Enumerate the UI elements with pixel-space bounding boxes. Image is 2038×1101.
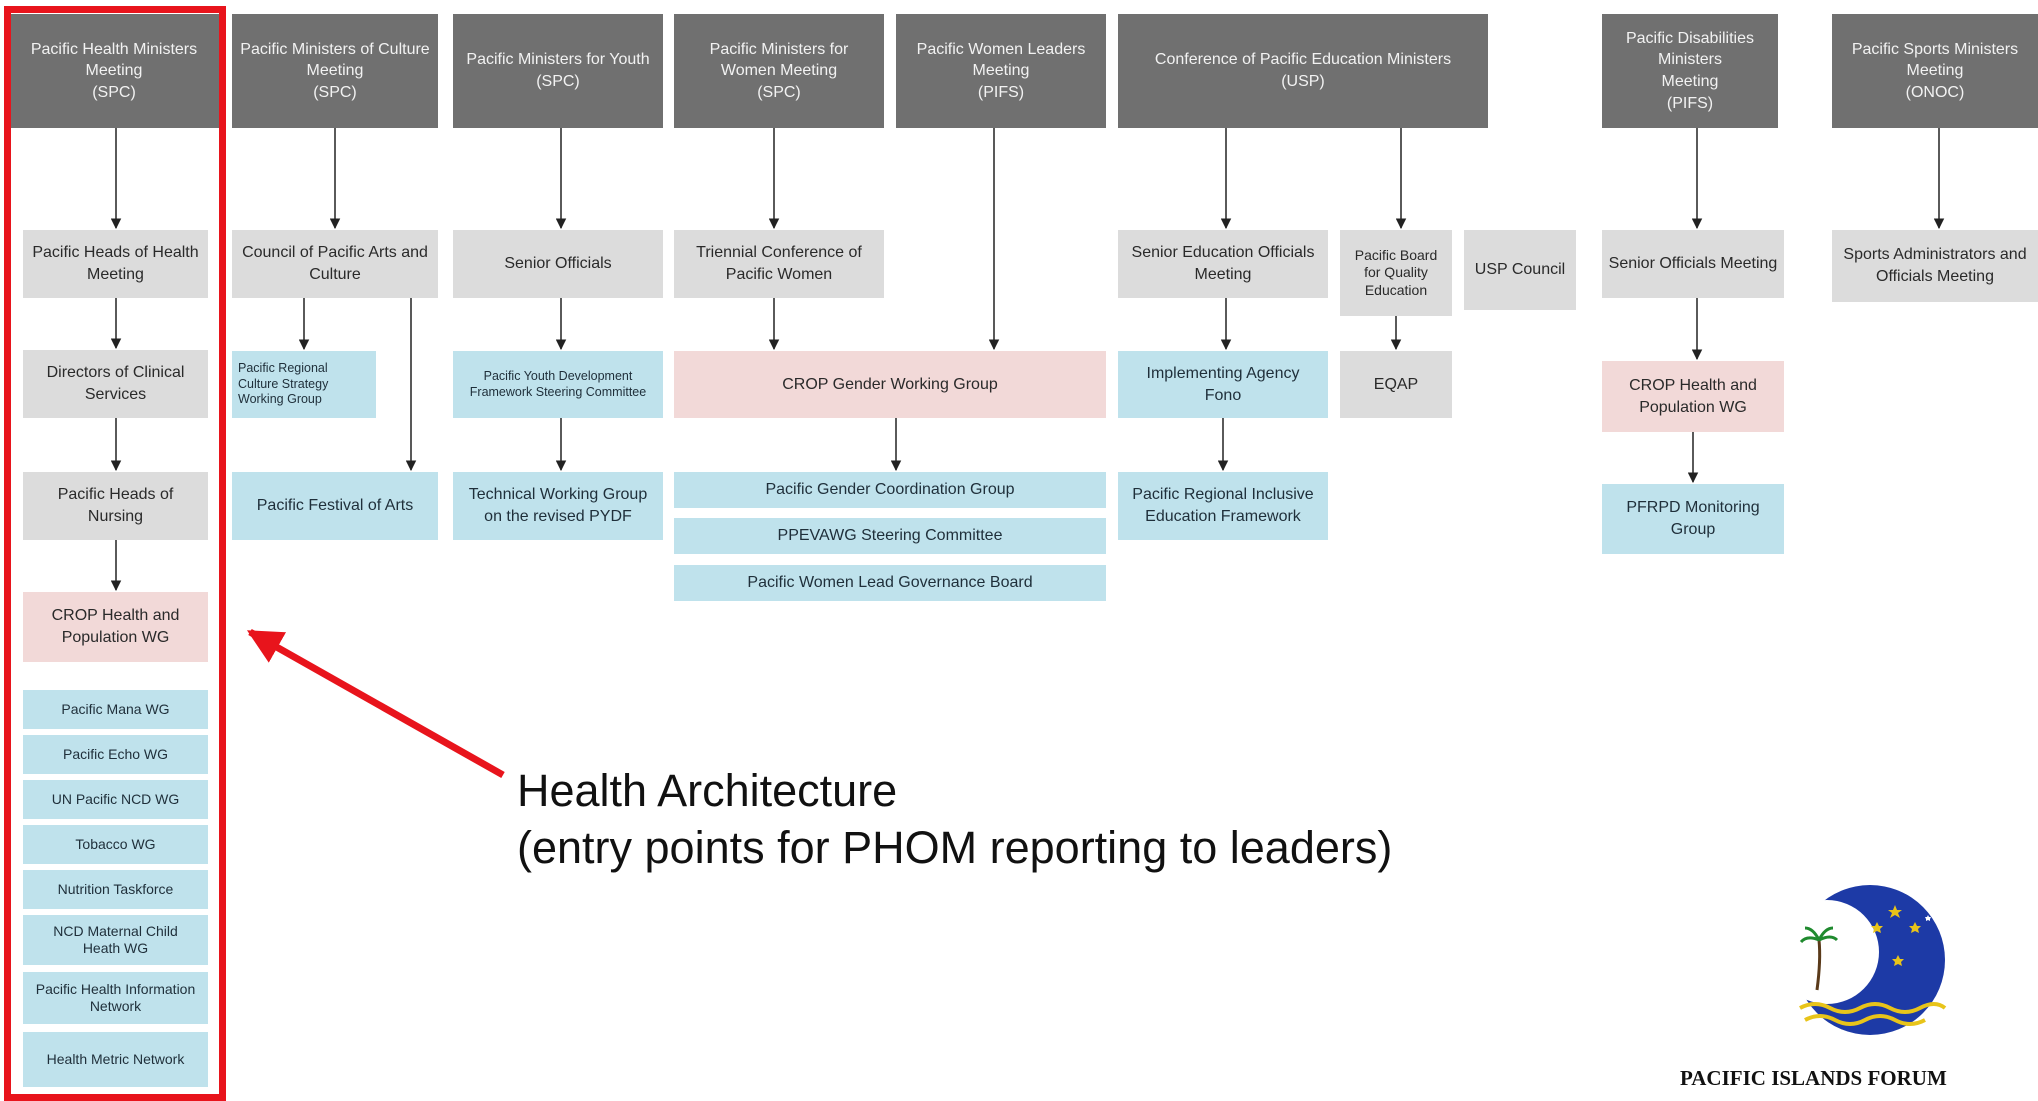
youth-senior-officials: Senior Officials <box>453 230 663 298</box>
youth-technical-working-group: Technical Working Group on the revised P… <box>453 472 663 540</box>
youth-framework-steering-committee: Pacific Youth Development Framework Stee… <box>453 351 663 418</box>
women-ministers-meeting: Pacific Ministers for Women Meeting (SPC… <box>674 14 884 128</box>
health-architecture-highlight <box>4 6 226 1101</box>
health-working-group: Pacific Echo WG <box>23 735 208 774</box>
crop-gender-working-group: CROP Gender Working Group <box>674 351 1106 418</box>
pacific-women-lead-governance-board: Pacific Women Lead Governance Board <box>674 565 1106 601</box>
culture-ministers-meeting: Pacific Ministers of Culture Meeting (SP… <box>232 14 438 128</box>
triennial-conference-pacific-women: Triennial Conference of Pacific Women <box>674 230 884 298</box>
health-architecture-callout: Health Architecture (entry points for PH… <box>517 765 1393 874</box>
pfrpd-monitoring-group: PFRPD Monitoring Group <box>1602 484 1784 554</box>
health-working-group: Health Metric Network <box>23 1032 208 1087</box>
usp-council: USP Council <box>1464 230 1576 310</box>
pacific-islands-forum-name: PACIFIC ISLANDS FORUM <box>1680 1066 1947 1090</box>
sports-administrators-officials-meeting: Sports Administrators and Officials Meet… <box>1832 230 2038 302</box>
women-leaders-meeting: Pacific Women Leaders Meeting (PIFS) <box>896 14 1106 128</box>
heads-of-health-meeting: Pacific Heads of Health Meeting <box>23 230 208 298</box>
education-ministers-conference: Conference of Pacific Education Minister… <box>1118 14 1488 128</box>
disabilities-crop-health-population-wg: CROP Health and Population WG <box>1602 361 1784 432</box>
disabilities-senior-officials-meeting: Senior Officials Meeting <box>1602 230 1784 298</box>
implementing-agency-fono: Implementing Agency Fono <box>1118 351 1328 418</box>
health-working-group: NCD Maternal Child Heath WG <box>23 915 208 965</box>
health-working-group: UN Pacific NCD WG <box>23 780 208 819</box>
ppevawg-steering-committee: PPEVAWG Steering Committee <box>674 518 1106 554</box>
heads-of-nursing: Pacific Heads of Nursing <box>23 472 208 540</box>
pacific-festival-of-arts: Pacific Festival of Arts <box>232 472 438 540</box>
senior-education-officials-meeting: Senior Education Officials Meeting <box>1118 230 1328 298</box>
health-working-group: Tobacco WG <box>23 825 208 864</box>
youth-ministers-meeting: Pacific Ministers for Youth (SPC) <box>453 14 663 128</box>
health-ministers-meeting: Pacific Health Ministers Meeting (SPC) <box>8 14 220 128</box>
culture-strategy-working-group: Pacific Regional Culture Strategy Workin… <box>232 351 376 418</box>
crop-health-population-wg: CROP Health and Population WG <box>23 592 208 662</box>
health-working-group: Pacific Mana WG <box>23 690 208 729</box>
council-pacific-arts-culture: Council of Pacific Arts and Culture <box>232 230 438 298</box>
pacific-islands-forum-logo <box>1795 885 1947 1035</box>
callout-arrow <box>246 628 505 779</box>
directors-clinical-services: Directors of Clinical Services <box>23 350 208 418</box>
eqap: EQAP <box>1340 351 1452 418</box>
pacific-board-quality-education: Pacific Board for Quality Education <box>1340 230 1452 316</box>
health-working-group: Pacific Health Information Network <box>23 972 208 1024</box>
health-working-group: Nutrition Taskforce <box>23 870 208 909</box>
pacific-gender-coordination-group: Pacific Gender Coordination Group <box>674 472 1106 508</box>
sports-ministers-meeting: Pacific Sports Ministers Meeting (ONOC) <box>1832 14 2038 128</box>
inclusive-education-framework: Pacific Regional Inclusive Education Fra… <box>1118 472 1328 540</box>
disabilities-ministers-meeting: Pacific Disabilities Ministers Meeting (… <box>1602 14 1778 128</box>
